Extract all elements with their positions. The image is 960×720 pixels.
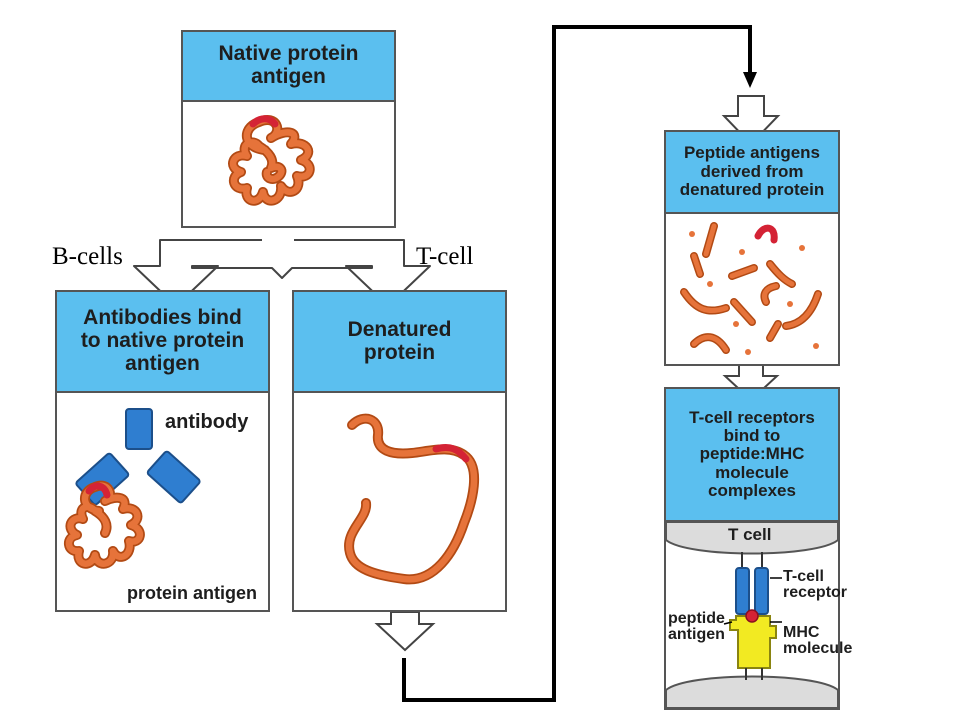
branch-arrow-icon (133, 227, 431, 307)
peptide-antigen-label: peptide antigen (668, 610, 725, 644)
panel-title: Antibodies bind to native protein antige… (57, 292, 268, 393)
t-cell-label: T-cell (416, 243, 474, 270)
folded-protein-graphic (228, 115, 315, 206)
antibody-binding-graphic (64, 408, 201, 569)
apc-membrane (666, 675, 838, 708)
t-cell-membrane (666, 522, 838, 555)
elbow-connector-arrow-icon (402, 25, 752, 702)
protein-antigen-label: protein antigen (127, 583, 257, 603)
down-arrow-icon (374, 611, 436, 652)
b-cells-label: B-cells (52, 243, 123, 270)
peptide-antigen-icon (745, 609, 759, 623)
tcr-binding-panel: T-cell receptors bind to peptide:MHC mol… (664, 387, 852, 710)
panel-title: T-cell receptors bind to peptide:MHC mol… (666, 389, 838, 522)
t-cell-receptor-icon (735, 567, 769, 615)
panel-title: Peptide antigens derived from denatured … (666, 132, 838, 214)
mhc-molecule-icon (729, 615, 777, 680)
peptide-fragments-graphic (680, 222, 822, 355)
t-cell-label: T cell (728, 525, 772, 544)
panel-title: Native protein antigen (183, 32, 394, 102)
denatured-protein-panel: Denatured protein (292, 290, 507, 612)
tcr-mhc-graphic (666, 522, 838, 708)
antibody-label: antibody (165, 411, 249, 433)
receptor-label: T-cell receptor (783, 568, 848, 602)
panel-title: Denatured protein (294, 292, 505, 393)
antibodies-bind-panel: Antibodies bind to native protein antige… (55, 290, 270, 612)
native-protein-panel: Native protein antigen (181, 30, 396, 228)
peptide-antigens-panel: Peptide antigens derived from denatured … (664, 130, 840, 366)
connector-arrowhead-icon (743, 72, 757, 88)
mhc-molecule-label: MHC molecule (783, 624, 853, 658)
denatured-protein-graphic (344, 413, 480, 585)
antibody-icon (75, 408, 201, 506)
